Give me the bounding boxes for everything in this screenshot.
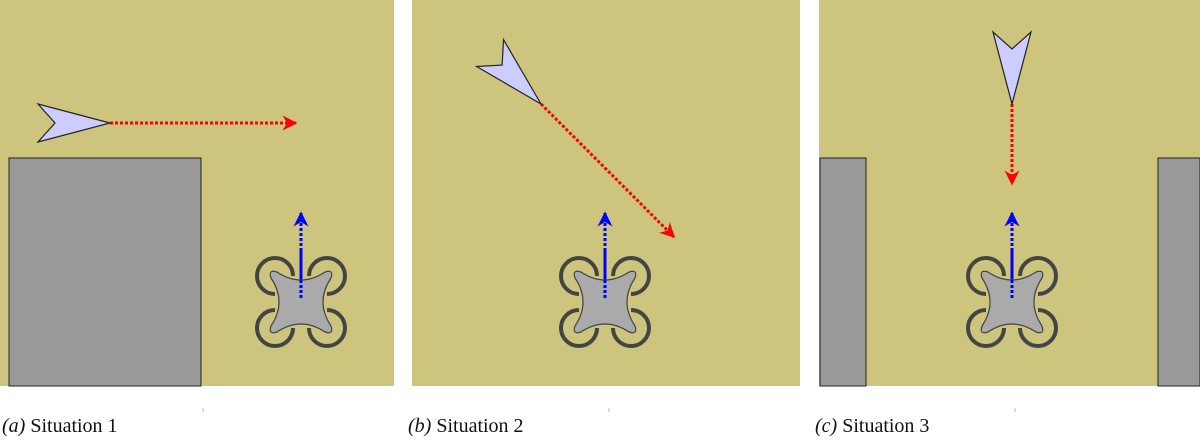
- panel-c-building-left: [819, 157, 867, 387]
- caption-a: (a) Situation 1: [2, 415, 118, 438]
- panel-c-building-right: [1157, 157, 1200, 387]
- caption-c-label: (c): [815, 415, 838, 437]
- caption-b-text: Situation 2: [436, 415, 524, 437]
- panel-b-ground: [412, 0, 800, 386]
- caption-a-label: (a): [2, 415, 26, 437]
- panel-a-building: [8, 157, 202, 387]
- panel-b-intruder-path: [539, 102, 676, 239]
- caption-a-text: Situation 1: [30, 415, 118, 437]
- panel-b: [412, 0, 800, 386]
- panel-c: [819, 0, 1200, 387]
- caption-c-text: Situation 3: [842, 415, 930, 437]
- caption-b-label: (b): [408, 415, 432, 437]
- panel-a: [0, 0, 394, 387]
- caption-b: (b) Situation 2: [408, 415, 524, 438]
- caption-c: (c) Situation 3: [815, 415, 929, 438]
